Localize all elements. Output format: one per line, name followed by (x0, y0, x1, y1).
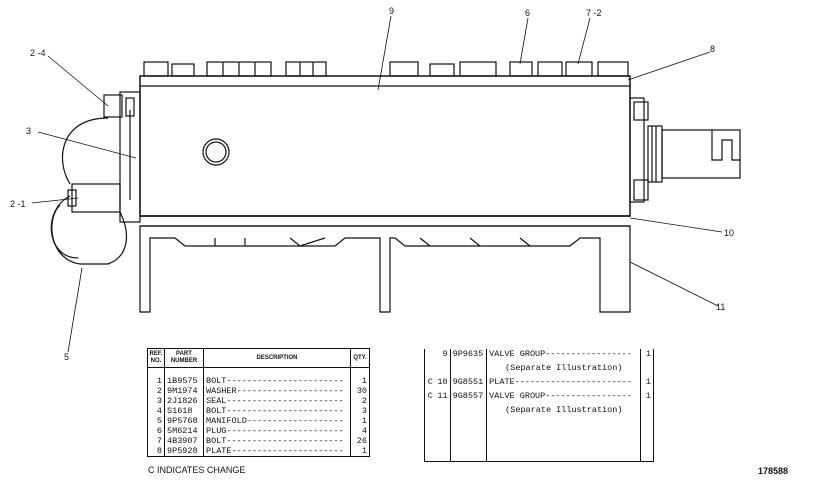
callout-10: 10 (724, 228, 734, 238)
table-row: 7 4B3907 BOLT----------------------- 26 (147, 435, 370, 446)
callout-11: 11 (716, 302, 725, 312)
header-qty: QTY. (350, 348, 370, 368)
callout-9: 9 (389, 6, 394, 16)
callout-2-1: 2 -1 (10, 199, 26, 209)
figure-id: 178588 (758, 466, 789, 476)
parts-list-table: REF. NO. PART NUMBER DESCRIPTION QTY. 1 … (147, 348, 370, 457)
left-bolt-lower (71, 183, 121, 213)
callout-6: 6 (525, 8, 530, 18)
header-ref-no: REF. NO. (147, 348, 165, 368)
header-description: DESCRIPTION (203, 348, 351, 368)
table-row: 9 9P9635 VALVE GROUP----------------- 1 (425, 349, 654, 363)
parts-list-header: REF. NO. PART NUMBER DESCRIPTION QTY. (147, 348, 370, 368)
table-row: 3 2J1826 SEAL----------------------- 2 (147, 395, 370, 406)
hose-loop (51, 117, 127, 265)
table-row-note: (Separate Illustration) (425, 405, 654, 419)
table-row: 2 9M1974 WASHER--------------------- 30 (147, 385, 370, 396)
table-row: 4 S1618 BOLT----------------------- 3 (147, 405, 370, 416)
top-bolt-heads (143, 61, 629, 77)
header-part-number: PART NUMBER (164, 348, 204, 368)
change-note: C INDICATES CHANGE (148, 465, 246, 475)
left-bolt-upper (103, 94, 123, 118)
right-coupling (647, 125, 663, 183)
lower-valve-group (139, 225, 631, 313)
table-row: 1 1B9575 BOLT----------------------- 1 (147, 375, 370, 386)
table-row: C 10 9G8551 PLATE-----------------------… (425, 377, 654, 391)
callout-3: 3 (26, 126, 31, 136)
table-row: 6 5M6214 PLUG----------------------- 4 (147, 425, 370, 436)
parts-list-table-continued: 9 9P9635 VALVE GROUP----------------- 1 … (424, 349, 654, 462)
plug-circle (202, 138, 230, 166)
table-row: 8 9P5928 PLATE---------------------- 1 (147, 445, 370, 456)
manifold-body (139, 75, 631, 217)
callout-2-4: 2 -4 (30, 48, 46, 58)
callout-8: 8 (710, 44, 715, 54)
callout-7-2: 7 -2 (586, 8, 602, 18)
table-row-note: (Separate Illustration) (425, 363, 654, 377)
table-row: C 11 9G8557 VALVE GROUP-----------------… (425, 391, 654, 405)
callout-5: 5 (64, 352, 69, 362)
table-row: 5 9P5768 MANIFOLD------------------- 1 (147, 415, 370, 426)
right-shaft (661, 129, 741, 179)
